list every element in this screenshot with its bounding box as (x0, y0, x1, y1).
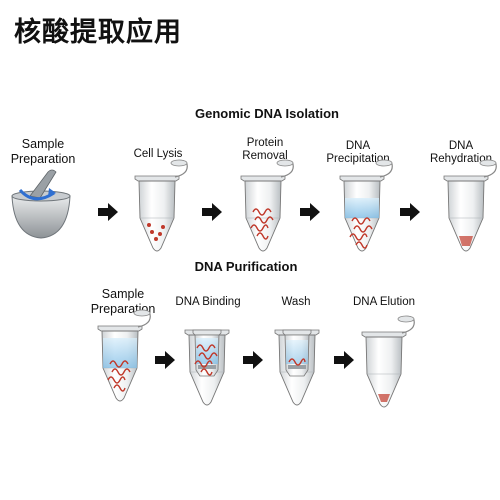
arrow-icon (400, 203, 420, 221)
arrow-icon (334, 351, 354, 369)
purification-step-label-wash: Wash (281, 296, 311, 308)
genomic-step-label-cell-lysis: Cell Lysis (133, 148, 183, 160)
arrow-icon (155, 351, 175, 369)
arrow-icon (98, 203, 118, 221)
mortar-pestle-icon (11, 169, 71, 239)
tube-dna-elution-icon (361, 315, 415, 408)
genomic-section-title: Genomic DNA Isolation (195, 106, 339, 121)
spin-column-wash-icon (274, 329, 320, 406)
tube-dna-rehydration-icon (443, 159, 497, 252)
purification-step-label-dna-binding: DNA Binding (175, 296, 241, 308)
arrow-icon (300, 203, 320, 221)
tube-protein-removal-icon (240, 159, 294, 252)
page-title: 核酸提取应用 (14, 17, 182, 48)
purification-step-label-dna-elution: DNA Elution (352, 296, 415, 308)
tube-dna-precipitation-icon (339, 159, 393, 252)
purification-section-title: DNA Purification (194, 259, 298, 274)
arrow-icon (202, 203, 222, 221)
tube-cell-lysis-icon (134, 159, 188, 252)
arrow-icon (243, 351, 263, 369)
tube-sample-preparation-icon (97, 309, 151, 402)
spin-column-binding-icon (184, 329, 230, 406)
